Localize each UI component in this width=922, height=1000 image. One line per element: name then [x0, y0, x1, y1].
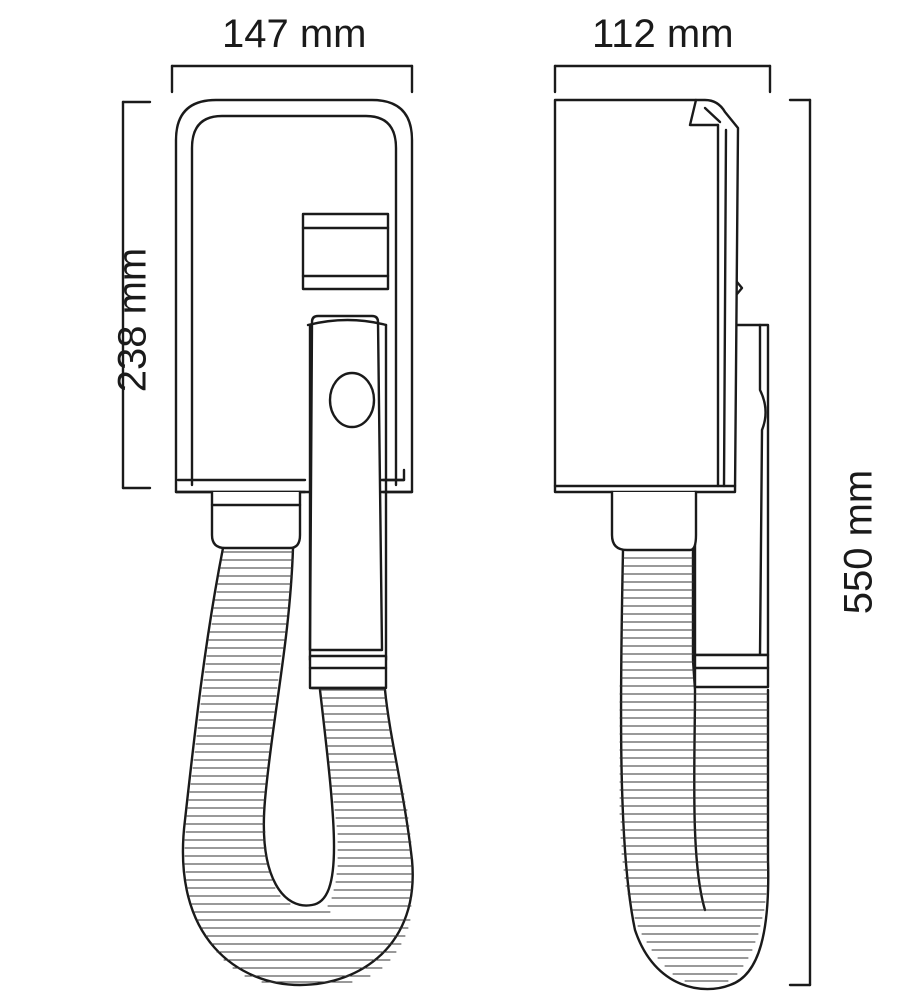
power-switch-panel [303, 214, 388, 289]
side-body-outline [555, 100, 738, 492]
dryer-handle [308, 316, 386, 688]
side-hose [620, 550, 768, 989]
front-view [176, 100, 413, 985]
trigger-button [330, 373, 374, 427]
body-height-label: 238 mm [110, 247, 155, 393]
front-hose [183, 548, 413, 985]
side-handle [695, 325, 768, 687]
side-view [555, 100, 768, 989]
side-hose-collar [612, 492, 696, 550]
front-body-inner [192, 116, 396, 485]
front-width-label: 147 mm [222, 12, 367, 56]
front-hose-collar [212, 492, 300, 548]
hose-ribs [185, 552, 412, 982]
side-hose-ribs [620, 558, 768, 981]
front-body-outline [176, 100, 412, 492]
dimension-side-depth [555, 66, 770, 92]
dimension-total-height [790, 100, 810, 985]
dimension-body-height [123, 102, 150, 488]
total-height-label: 550 mm [836, 469, 881, 615]
side-depth-label: 112 mm [592, 12, 734, 56]
dimension-front-width [172, 66, 412, 92]
